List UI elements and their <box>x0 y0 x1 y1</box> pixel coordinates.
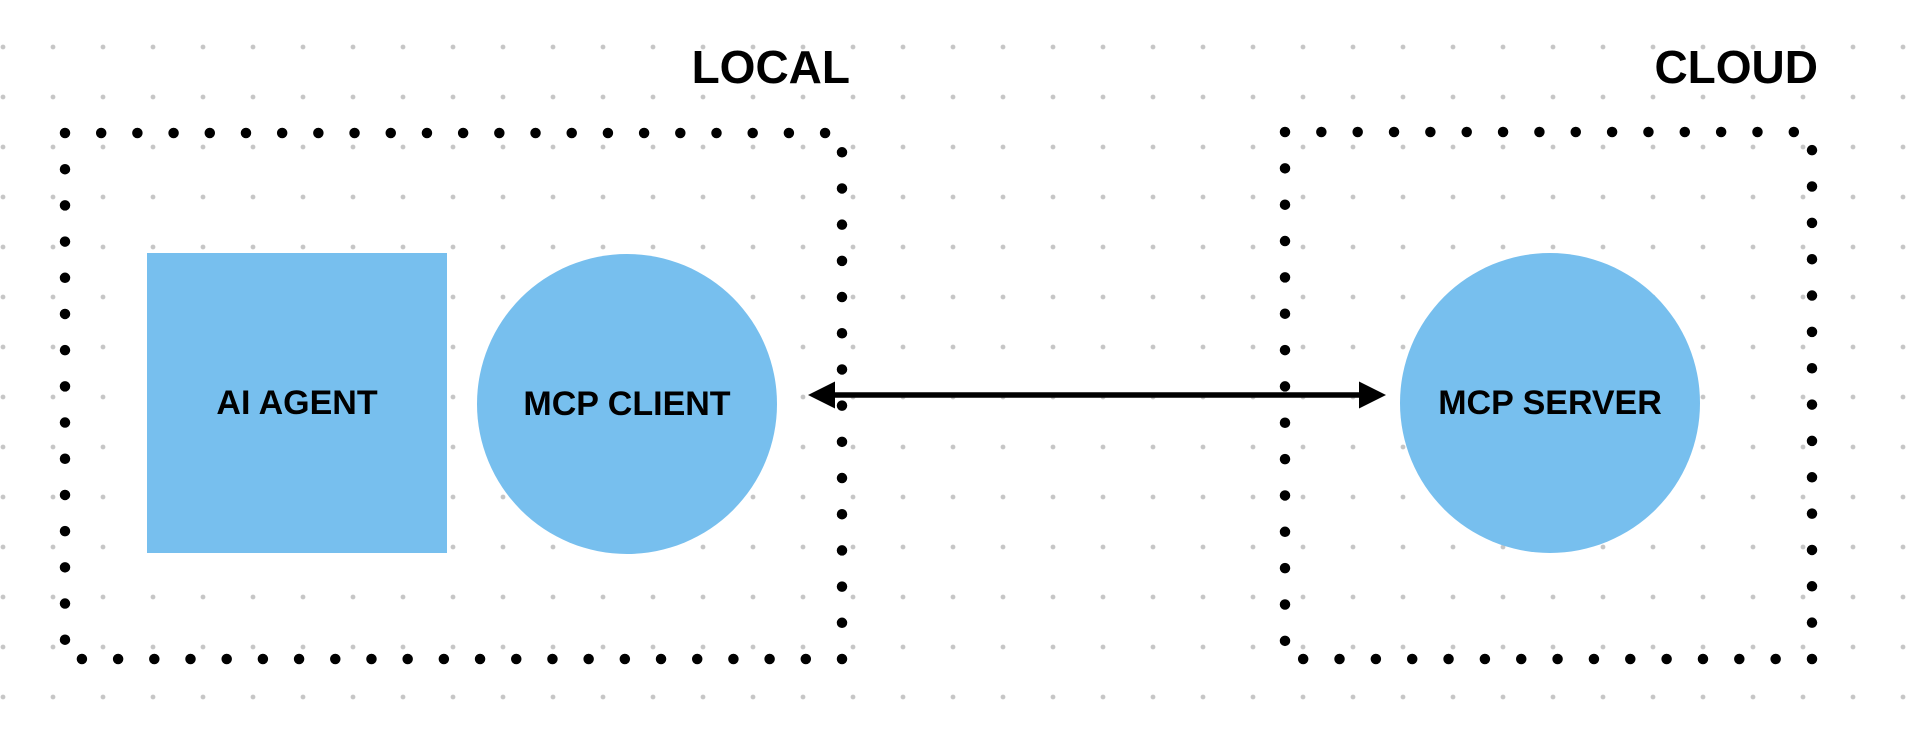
connection-double-arrow <box>808 381 1386 409</box>
group-label-local: LOCAL <box>691 41 850 93</box>
node-mcp-client: MCP CLIENT <box>477 254 777 554</box>
node-mcp-server-label: MCP SERVER <box>1438 383 1662 422</box>
group-label-cloud: CLOUD <box>1654 41 1818 93</box>
node-mcp-client-label: MCP CLIENT <box>523 384 731 423</box>
node-mcp-server: MCP SERVER <box>1400 253 1700 553</box>
node-ai-agent: AI AGENT <box>147 253 447 553</box>
arrow-head-right-icon <box>1359 381 1386 409</box>
node-ai-agent-label: AI AGENT <box>216 383 378 422</box>
arrow-head-left-icon <box>808 381 835 409</box>
